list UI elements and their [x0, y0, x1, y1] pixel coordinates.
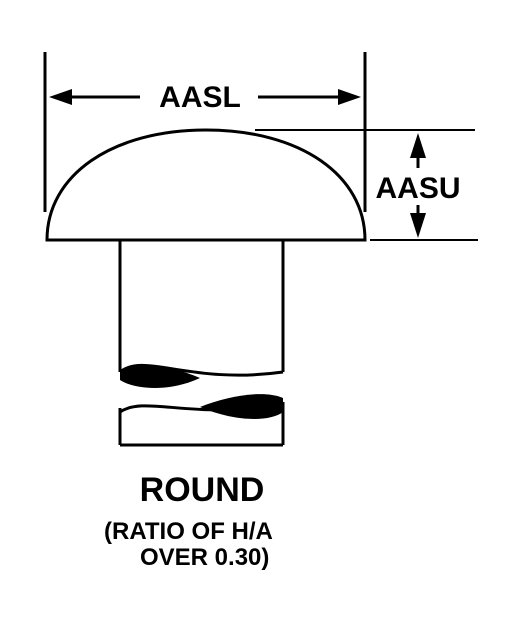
aasu-arrow-down [410, 213, 426, 238]
rivet-shank-upper [118, 240, 285, 372]
caption-note-line2: OVER 0.30) [140, 544, 269, 571]
shank-break-upper-fill [120, 366, 200, 388]
shank-break-upper [119, 363, 284, 377]
aasl-dimension [49, 89, 361, 105]
aasu-arrow-up [410, 133, 426, 158]
caption-note-line1: (RATIO OF H/A [104, 518, 273, 545]
rivet-head [45, 128, 367, 242]
aasu-label: AASU [375, 172, 460, 205]
rivet-shank-lower [118, 402, 285, 447]
aasl-arrow-right [338, 89, 361, 105]
shank-break-lower-fill [200, 394, 283, 419]
aasl-label: AASL [159, 81, 241, 114]
aasu-dimension [410, 133, 426, 238]
aasl-arrow-left [49, 89, 72, 105]
caption-title: ROUND [140, 471, 265, 509]
